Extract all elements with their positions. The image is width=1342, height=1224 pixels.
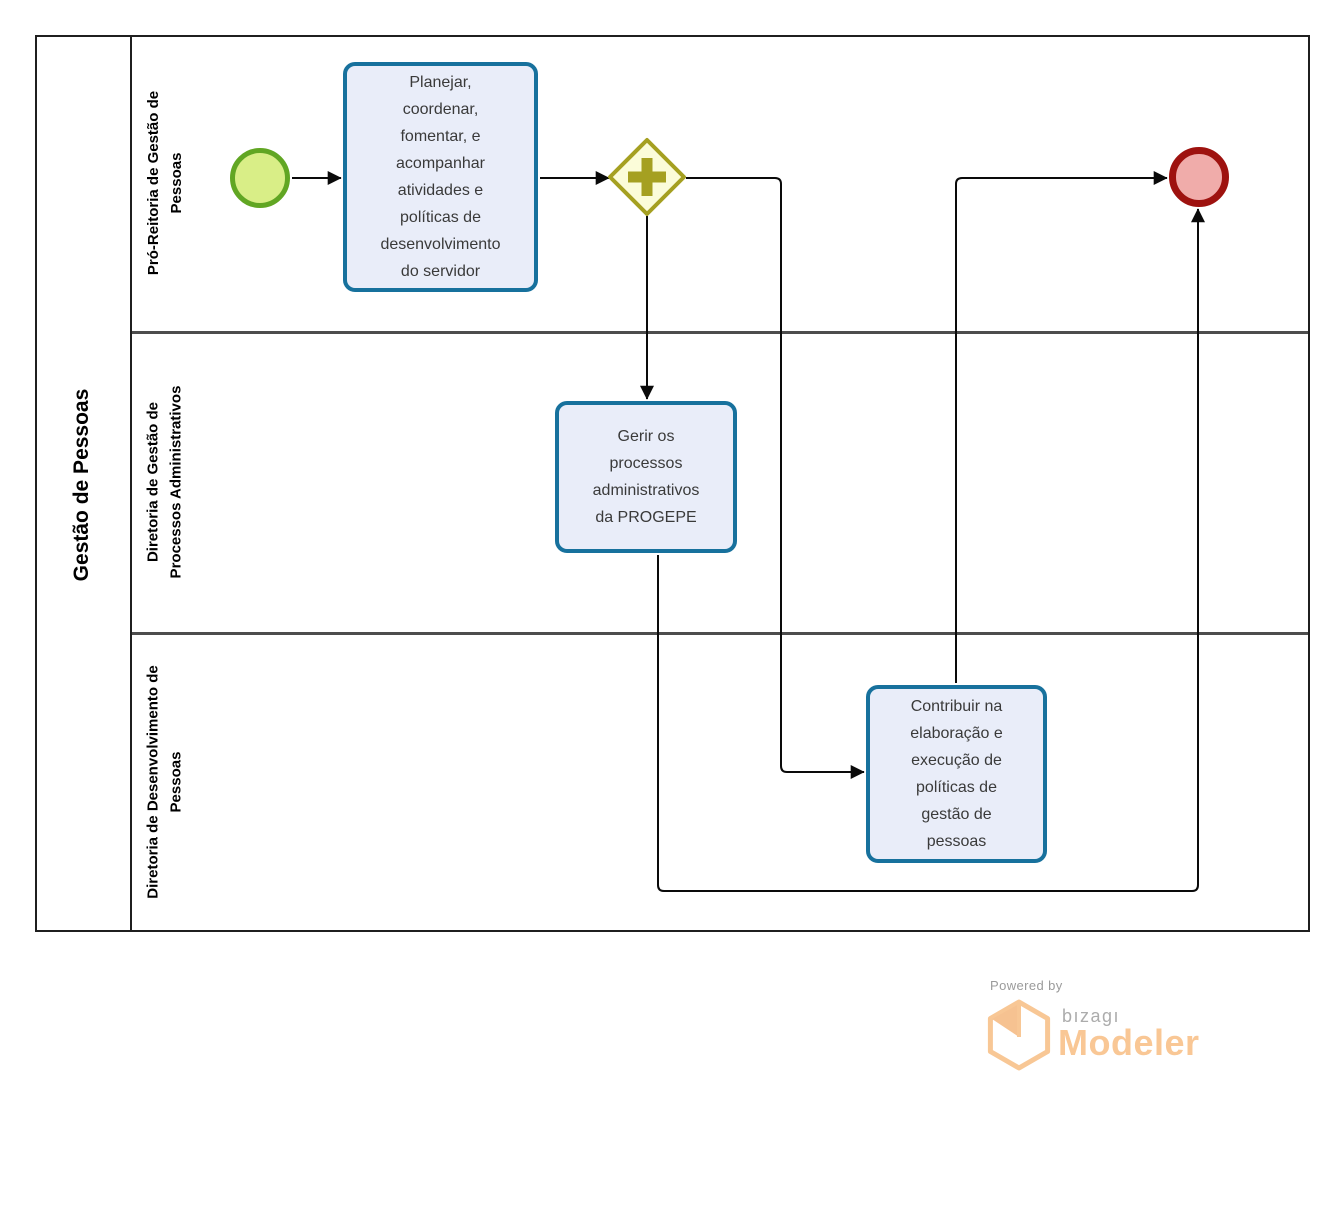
task-planejar: Planejar, coordenar, fomentar, e acompan… <box>343 62 538 292</box>
lane-label-pro-reitoria: Pró-Reitoria de Gestão de Pessoas <box>145 90 185 276</box>
pool-title: Gestão de Pessoas <box>70 388 93 582</box>
task-gerir-label: Gerir os processos administrativos da PR… <box>592 428 700 526</box>
lane-label-diretoria-desenvolvimento: Diretoria de Desenvolvimento de Pessoas <box>144 665 185 899</box>
powered-by-text: Powered by <box>990 978 1063 993</box>
lane-label-diretoria-processos: Diretoria de Gestão de Processos Adminis… <box>144 385 185 579</box>
pool-header: Gestão de Pessoas <box>37 37 132 930</box>
task-contribuir: Contribuir na elaboração e execução de p… <box>866 685 1047 863</box>
task-gerir: Gerir os processos administrativos da PR… <box>555 401 737 553</box>
bizagi-hexagon-icon <box>987 999 1051 1071</box>
modeler-wordmark: Modeler <box>1058 1022 1200 1063</box>
lane-divider <box>132 632 1308 635</box>
lane-divider <box>132 331 1308 334</box>
bizagi-wordmark: bızagı <box>1062 1006 1121 1026</box>
task-planejar-label: Planejar, coordenar, fomentar, e acompan… <box>380 74 501 280</box>
end-event <box>1169 147 1229 207</box>
start-event <box>230 148 290 208</box>
task-contribuir-label: Contribuir na elaboração e execução de p… <box>910 698 1003 850</box>
